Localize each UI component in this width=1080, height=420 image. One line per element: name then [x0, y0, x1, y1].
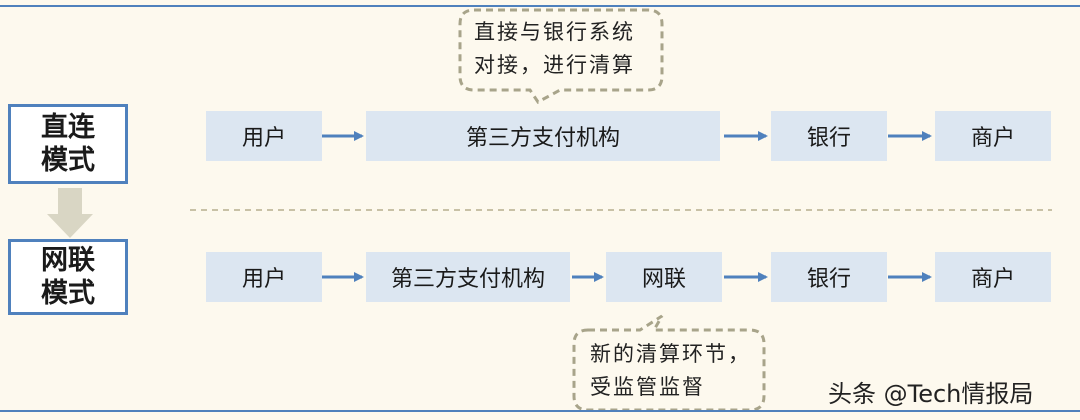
- direct-thirdparty-box: 第三方支付机构: [366, 111, 720, 161]
- direct-mode-label-line2: 模式: [41, 145, 95, 176]
- direct-bank-box: 银行: [771, 111, 887, 161]
- direct-mode-label: 直连 模式: [8, 104, 128, 184]
- direct-user-box: 用户: [206, 111, 322, 161]
- callout-bottom-bubble: [572, 314, 766, 412]
- callout-top-bubble: [458, 8, 664, 104]
- direct-mode-label-line1: 直连: [41, 112, 95, 143]
- bottom-rule: [0, 410, 1080, 412]
- watermark-text: 头条 @Tech情报局: [828, 380, 1034, 408]
- direct-merchant-box: 商户: [935, 111, 1051, 161]
- callout-bottom-text: 新的清算环节， 受监管监督: [590, 338, 751, 404]
- netlink-user-box: 用户: [206, 252, 322, 302]
- netlink-netlink-box: 网联: [606, 252, 722, 302]
- netlink-mode-label-line2: 模式: [41, 278, 95, 309]
- callout-top-text: 直接与银行系统 对接，进行清算: [474, 16, 635, 82]
- netlink-thirdparty-box: 第三方支付机构: [366, 252, 570, 302]
- callout-bottom-line2: 受监管监督: [590, 375, 705, 399]
- netlink-mode-label: 网联 模式: [8, 239, 128, 315]
- callout-top-line2: 对接，进行清算: [474, 53, 635, 77]
- callout-top-line1: 直接与银行系统: [474, 20, 635, 44]
- netlink-mode-label-line1: 网联: [41, 245, 95, 276]
- top-rule: [0, 5, 1080, 7]
- callout-bottom-line1: 新的清算环节，: [590, 342, 751, 366]
- netlink-merchant-box: 商户: [935, 252, 1051, 302]
- mode-transition-down-arrow: [47, 188, 93, 238]
- netlink-bank-box: 银行: [771, 252, 887, 302]
